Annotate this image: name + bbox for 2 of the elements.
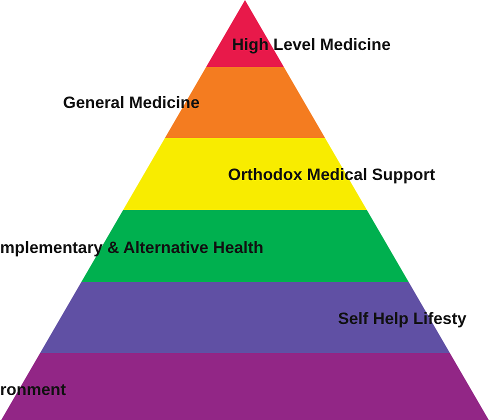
tier-label: High Level Medicine	[232, 35, 391, 55]
tier-label: mplementary & Alternative Health	[0, 238, 264, 258]
